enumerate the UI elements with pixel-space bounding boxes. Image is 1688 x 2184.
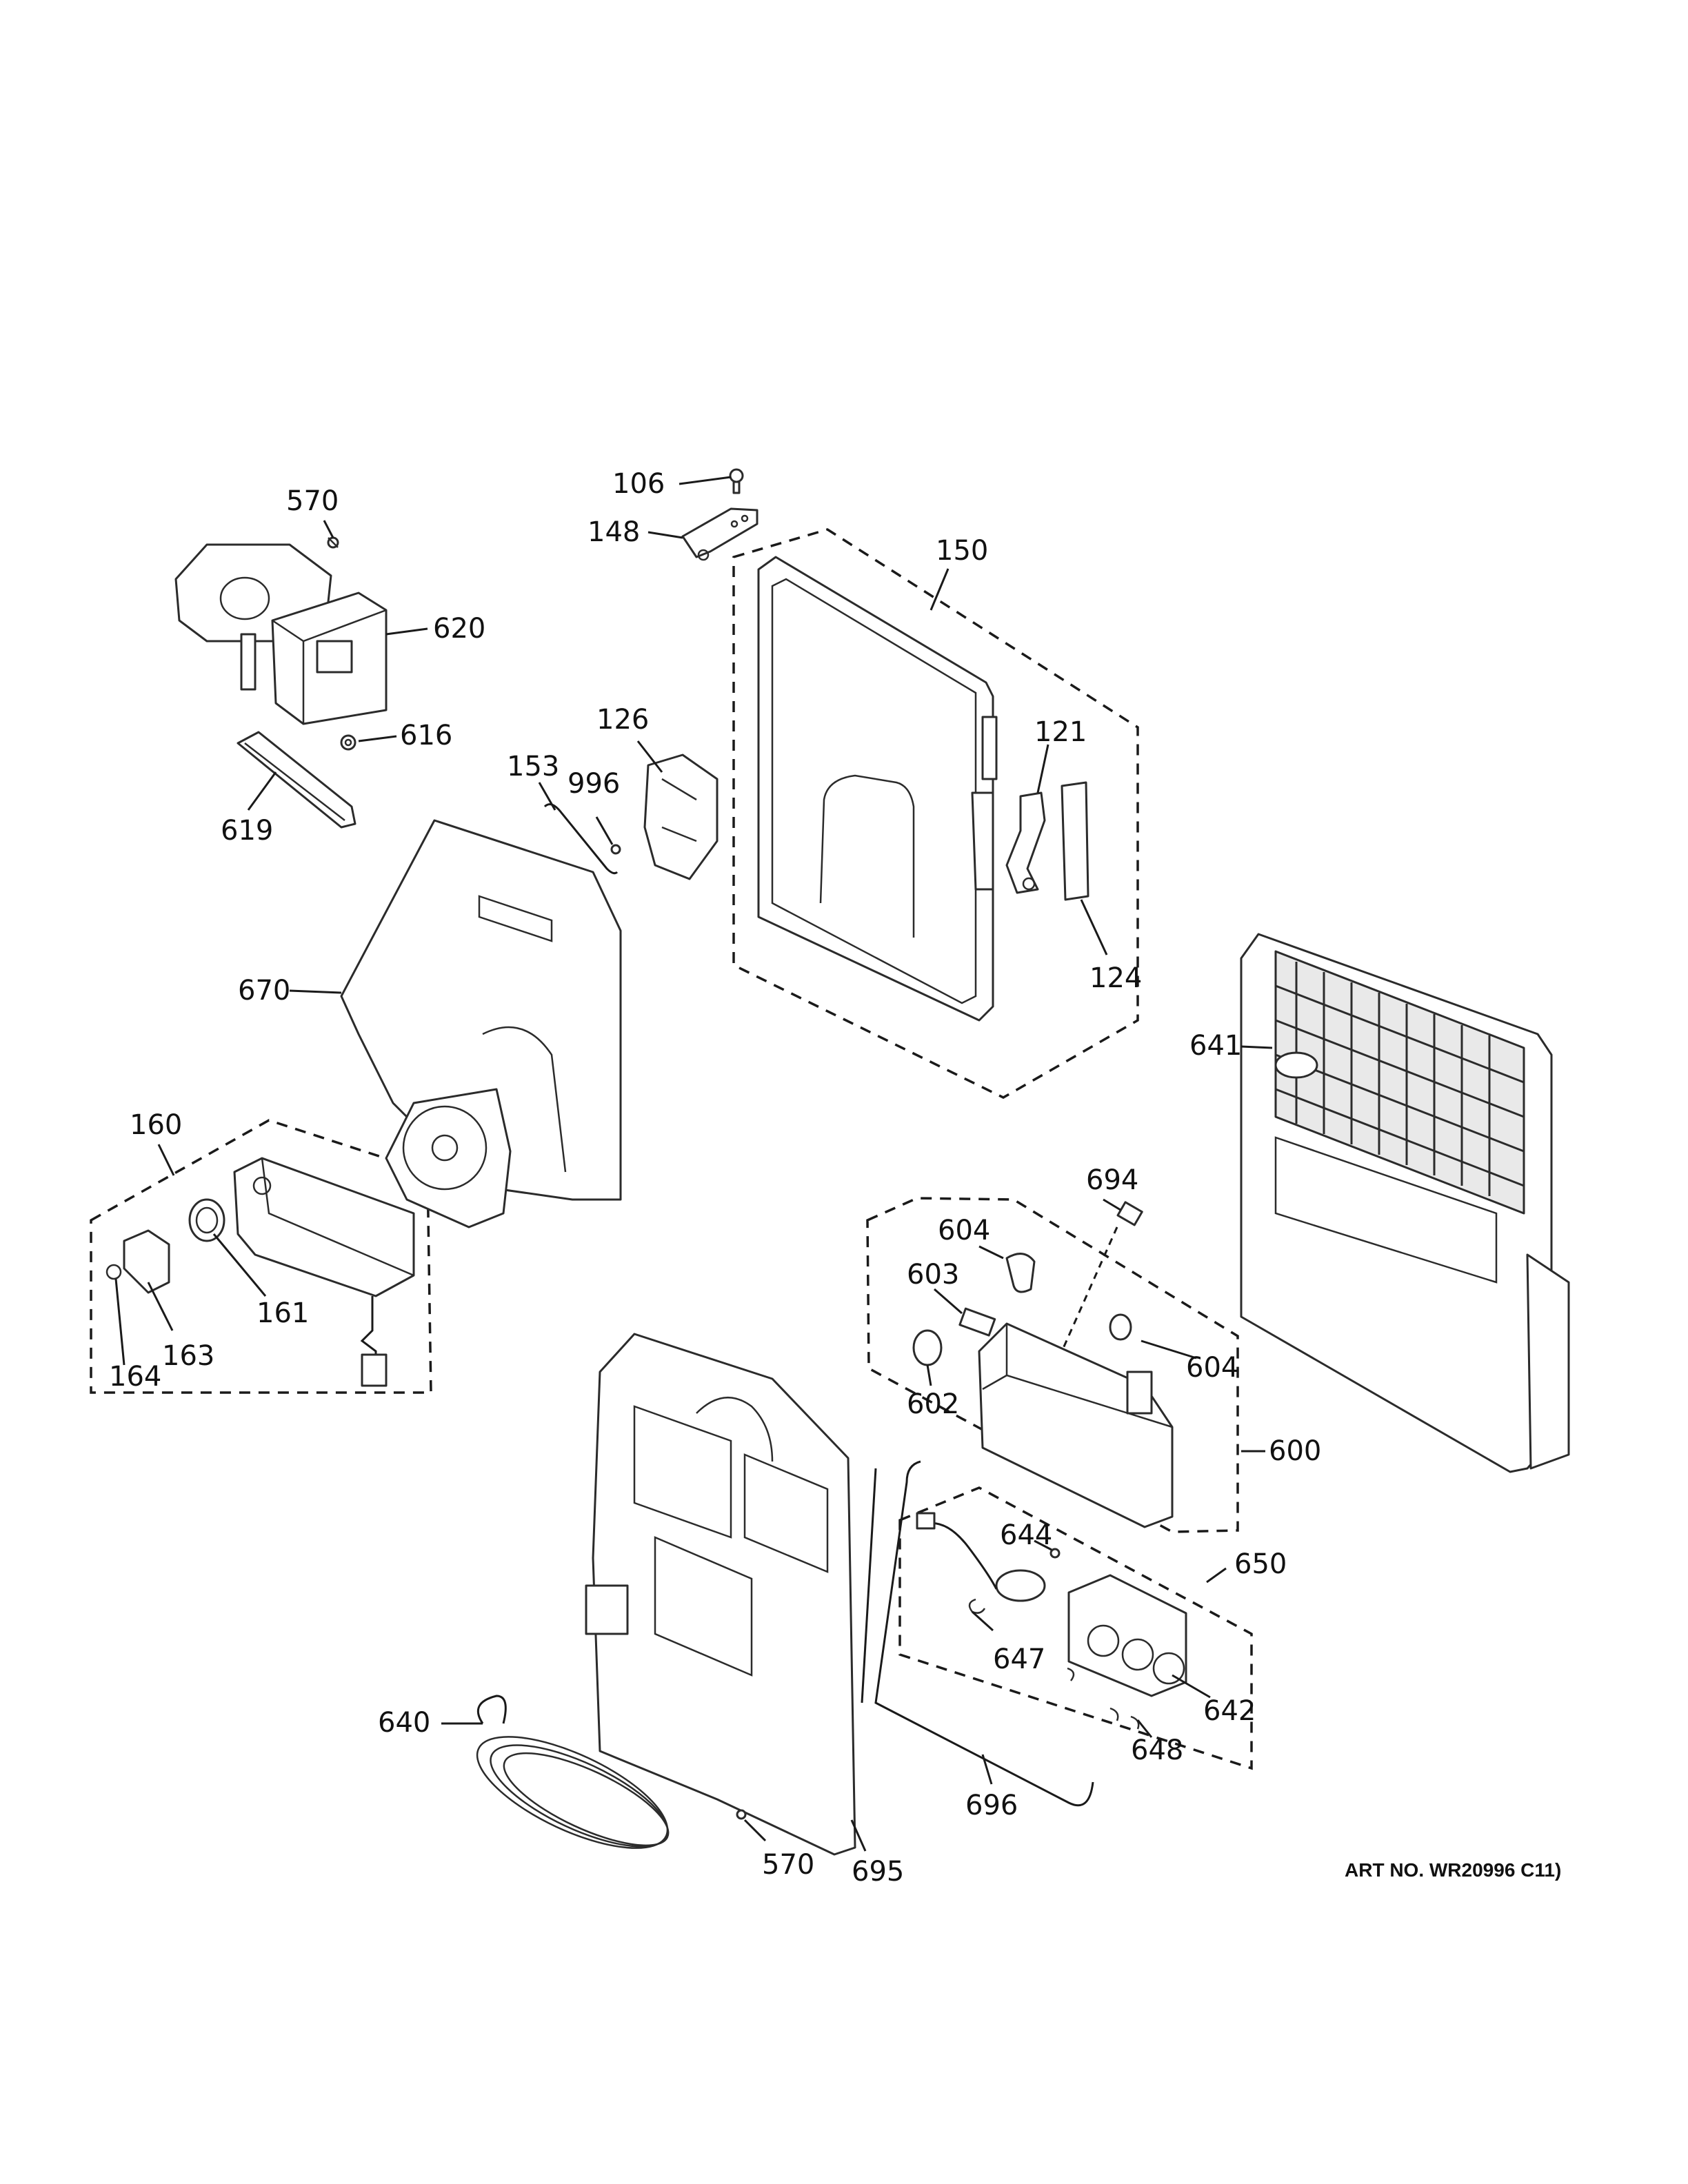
callout-648: 648 bbox=[1131, 1735, 1183, 1766]
part-604-elbow-top bbox=[1005, 1253, 1036, 1293]
part-603-connector bbox=[958, 1307, 996, 1337]
callout-126: 126 bbox=[596, 704, 649, 736]
callout-163: 163 bbox=[162, 1340, 214, 1372]
callout-160: 160 bbox=[130, 1109, 182, 1141]
part-641-rear-cover bbox=[1240, 933, 1570, 1473]
callout-124: 124 bbox=[1089, 962, 1142, 994]
callout-650: 650 bbox=[1234, 1548, 1287, 1580]
part-106-screw bbox=[729, 468, 744, 494]
assembly-150-boundary bbox=[732, 528, 1139, 1099]
part-570-screw-top bbox=[327, 536, 339, 549]
callout-604-top: 604 bbox=[938, 1215, 990, 1246]
part-696-tube-edge bbox=[861, 1468, 877, 1703]
callout-619: 619 bbox=[221, 815, 273, 847]
part-644-screw bbox=[1049, 1548, 1061, 1559]
callout-647: 647 bbox=[993, 1644, 1045, 1675]
part-570-screw-bottom bbox=[736, 1809, 747, 1820]
callout-106: 106 bbox=[612, 468, 665, 500]
part-150-dispenser-door bbox=[757, 556, 998, 1022]
callout-604-right: 604 bbox=[1186, 1352, 1238, 1384]
callout-996: 996 bbox=[567, 768, 620, 800]
callout-121: 121 bbox=[1034, 716, 1087, 748]
callout-616: 616 bbox=[400, 720, 452, 751]
callout-644: 644 bbox=[1000, 1519, 1052, 1551]
part-153-wire bbox=[543, 803, 619, 875]
callout-164: 164 bbox=[109, 1361, 161, 1393]
part-619-feeler-arm bbox=[237, 731, 356, 829]
part-694-fitting bbox=[1061, 1201, 1143, 1352]
callout-161: 161 bbox=[257, 1297, 309, 1329]
part-650-water-valve bbox=[916, 1512, 1187, 1697]
part-696-water-tube bbox=[874, 1460, 1094, 1807]
callout-570-top: 570 bbox=[286, 485, 339, 517]
callout-670: 670 bbox=[238, 975, 290, 1007]
callout-695: 695 bbox=[852, 1856, 904, 1888]
part-640-tubing-harness bbox=[476, 1695, 670, 1849]
assembly-600-boundary bbox=[866, 1197, 1239, 1533]
part-695-dispenser-housing bbox=[585, 1333, 856, 1856]
callout-641: 641 bbox=[1189, 1030, 1242, 1062]
part-163-cam bbox=[123, 1229, 170, 1294]
callout-600: 600 bbox=[1269, 1435, 1321, 1467]
callout-603: 603 bbox=[907, 1259, 959, 1291]
part-160-auger-motor bbox=[233, 1157, 415, 1387]
callout-694: 694 bbox=[1086, 1164, 1138, 1196]
callout-570-bottom: 570 bbox=[762, 1849, 814, 1881]
part-600-water-reservoir bbox=[978, 1322, 1174, 1528]
part-161-spring bbox=[188, 1198, 225, 1242]
callout-642: 642 bbox=[1203, 1695, 1256, 1727]
callout-153: 153 bbox=[507, 751, 559, 782]
part-164-clip bbox=[106, 1264, 122, 1280]
part-602-connector bbox=[912, 1329, 943, 1366]
callout-620: 620 bbox=[433, 613, 485, 645]
part-148-bracket bbox=[681, 507, 758, 561]
part-996-screw bbox=[610, 844, 621, 855]
part-604-elbow-right bbox=[1109, 1313, 1132, 1341]
callout-148: 148 bbox=[587, 516, 640, 548]
part-670-ice-bucket-housing bbox=[340, 819, 622, 1228]
part-124-slide bbox=[1061, 781, 1089, 901]
part-126-bracket bbox=[643, 754, 719, 880]
callout-640: 640 bbox=[378, 1707, 430, 1739]
callout-labels: 570 620 616 619 106 148 150 126 153 996 … bbox=[109, 468, 1321, 1888]
art-number: ART NO. WR20996 C11) bbox=[1345, 1859, 1561, 1881]
part-616-gear bbox=[340, 734, 356, 751]
leader-lines bbox=[114, 476, 1273, 1852]
part-121-lever bbox=[1005, 791, 1046, 894]
part-620-icemaker-control bbox=[174, 543, 388, 725]
part-648-clips bbox=[1109, 1707, 1140, 1730]
callout-150: 150 bbox=[936, 535, 988, 567]
callout-602: 602 bbox=[907, 1388, 959, 1420]
callout-696: 696 bbox=[965, 1790, 1018, 1821]
